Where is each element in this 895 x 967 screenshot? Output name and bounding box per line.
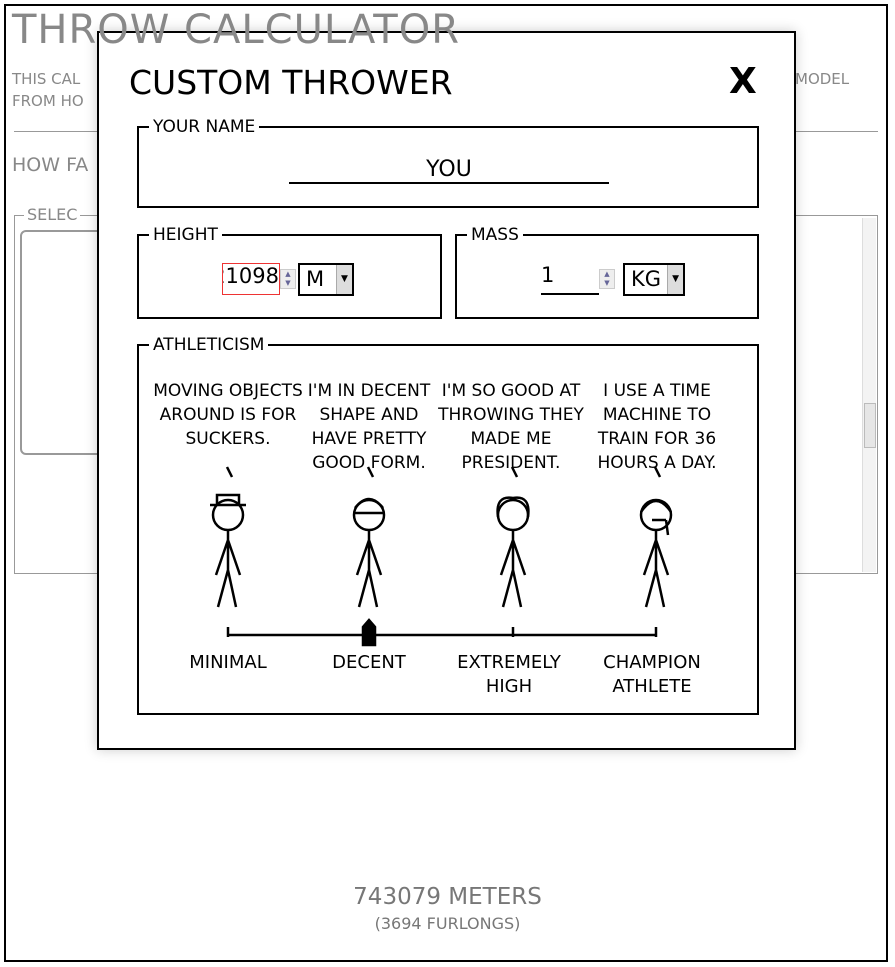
level-extremely-high[interactable]: EXTREMELY HIGH (457, 652, 561, 697)
dialog-title: CUSTOM THROWER (129, 63, 453, 102)
slider-handle[interactable] (361, 618, 377, 647)
level-champion[interactable]: CHAMPION ATHLETE (603, 652, 701, 697)
name-fieldset: YOUR NAME (137, 117, 759, 208)
height-unit-select[interactable]: M▼ (298, 262, 354, 296)
question-heading: HOW FA (12, 154, 89, 176)
subtitle-line2: FROM HO (12, 92, 84, 110)
height-input[interactable]: 21098 (222, 263, 280, 295)
page-frame (4, 4, 888, 962)
athleticism-illustration (210, 466, 673, 647)
stick-figure-body-decent (355, 530, 383, 608)
caption-extremely-high: I'M SO GOOD AT THROWING THEY MADE ME PRE… (438, 381, 584, 473)
scrollbar[interactable] (862, 218, 876, 572)
cap-icon (639, 499, 673, 536)
athleticism-legend: ATHLETICISM (153, 335, 265, 355)
height-spinner[interactable]: ▲▼ (280, 269, 296, 289)
hair-icon (496, 496, 530, 518)
stick-figure-body-minimal (214, 530, 242, 608)
chevron-down-icon: ▼ (667, 264, 684, 294)
stick-figure-head-extremely-high (496, 498, 530, 532)
mass-fieldset: MASS 1 ▲▼ KG▼ (455, 225, 759, 319)
mass-input[interactable]: 1 (541, 263, 599, 295)
caption-minimal: MOVING OBJECTS AROUND IS FOR SUCKERS. (153, 381, 303, 449)
beanie-icon (354, 497, 384, 515)
athleticism-fieldset: ATHLETICISM MOVING OBJECTS AROUND IS FOR… (137, 335, 759, 715)
mass-unit-select[interactable]: KG▼ (623, 262, 686, 296)
speech-tick (653, 466, 662, 478)
name-legend: YOUR NAME (153, 117, 256, 137)
result-furlongs: (3694 FURLONGS) (374, 914, 521, 933)
page-title: THROW CALCULATOR (12, 7, 461, 53)
speech-tick (366, 466, 375, 478)
caption-decent: I'M IN DECENT SHAPE AND HAVE PRETTY GOOD… (307, 381, 431, 473)
level-minimal[interactable]: MINIMAL (189, 652, 267, 673)
level-decent[interactable]: DECENT (332, 652, 406, 673)
result-meters: 743079 METERS (353, 884, 542, 910)
hat-icon (210, 493, 246, 507)
thrower-select-legend: SELEC (24, 205, 81, 224)
speech-tick (225, 466, 234, 478)
chevron-down-icon: ▼ (336, 264, 352, 294)
mass-spinner[interactable]: ▲▼ (599, 269, 615, 289)
speech-tick (510, 466, 519, 478)
name-input[interactable] (289, 157, 609, 184)
mass-legend: MASS (471, 225, 519, 245)
stick-figure-body-champion (642, 530, 670, 608)
height-fieldset: HEIGHT 21098 ▲▼ M▼ (137, 225, 442, 319)
mass-unit: KG (631, 267, 662, 291)
height-unit: M (306, 267, 325, 291)
close-icon[interactable]: X (729, 61, 757, 102)
scrollbar-thumb[interactable] (864, 403, 876, 448)
height-legend: HEIGHT (153, 225, 218, 245)
caption-champion: I USE A TIME MACHINE TO TRAIN FOR 36 HOU… (597, 381, 717, 473)
subtitle-right: MODEL (795, 70, 850, 88)
custom-thrower-dialog: CUSTOM THROWER X YOUR NAME HEIGHT 21098 … (97, 31, 796, 750)
subtitle: THIS CAL (12, 70, 81, 88)
stick-figure-body-extremely-high (499, 530, 527, 608)
